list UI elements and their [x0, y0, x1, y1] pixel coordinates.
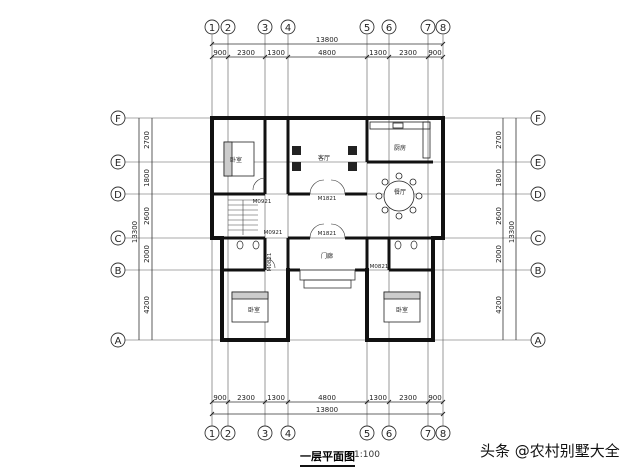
axis-left-label: D — [114, 190, 122, 201]
door-swings — [252, 177, 346, 269]
axis-top-label: 6 — [386, 23, 392, 34]
staircase — [228, 199, 258, 235]
dim-vertical: 1800 — [143, 169, 151, 187]
bed-icon — [231, 291, 269, 323]
dim-vertical: 2700 — [143, 131, 151, 149]
dim-vertical: 4200 — [143, 296, 151, 314]
dim-total-bottom: 13800 — [316, 406, 338, 414]
room-label-bedroom: 卧室 — [230, 156, 242, 164]
axis-left-label: A — [115, 336, 122, 347]
dim-vertical: 2000 — [495, 245, 503, 263]
room-label-bedroom: 卧室 — [396, 306, 408, 314]
drawing-scale: 1:100 — [354, 450, 380, 460]
axis-top-label: 2 — [225, 23, 231, 34]
top-dimensions: 13800 900 2300 1300 4800 1300 2300 900 — [209, 36, 446, 60]
door-tag: M1821 — [318, 196, 337, 202]
dim-segment: 2300 — [399, 394, 417, 402]
axis-top-label: 8 — [440, 23, 446, 34]
door-tag: M0921 — [253, 199, 272, 205]
bottom-dimensions: 900 2300 1300 4800 1300 2300 900 13800 — [209, 394, 446, 417]
dim-segment: 1300 — [369, 49, 387, 57]
dim-vertical: 2600 — [495, 207, 503, 225]
axis-top-label: 5 — [364, 23, 370, 34]
axis-bottom-label: 1 — [209, 429, 215, 440]
axis-left-label: E — [115, 158, 121, 169]
dim-segment: 2300 — [399, 49, 417, 57]
right-dimensions: 2700 1800 2600 2000 4200 13300 — [495, 118, 517, 340]
dining-table-icon — [375, 172, 423, 220]
axis-right-label: F — [535, 114, 541, 125]
dim-segment: 900 — [213, 49, 226, 57]
dim-segment: 1300 — [369, 394, 387, 402]
dim-vertical: 1800 — [495, 169, 503, 187]
dim-total-top: 13800 — [316, 36, 338, 44]
sofa-icon — [292, 146, 357, 171]
room-label-kitchen: 厨房 — [394, 144, 406, 152]
axis-right-label: B — [535, 266, 542, 277]
axis-bottom-label: 4 — [285, 429, 291, 440]
axis-top-label: 7 — [425, 23, 431, 34]
axis-bottom-label: 6 — [386, 429, 392, 440]
door-tag: M0821 — [370, 264, 389, 270]
porch-steps — [299, 269, 356, 289]
axis-right-label: E — [535, 158, 541, 169]
drawing-title: 一层平面图 — [300, 448, 355, 467]
watermark: 头条 @农村别墅大全 — [480, 442, 620, 460]
axis-bottom-label: 2 — [225, 429, 231, 440]
axis-bottom-label: 8 — [440, 429, 446, 440]
axis-bottom-label: 5 — [364, 429, 370, 440]
dim-segment: 1300 — [267, 394, 285, 402]
axis-top-label: 1 — [209, 23, 215, 34]
axis-top-label: 4 — [285, 23, 291, 34]
building-walls — [210, 116, 445, 342]
dim-total-right: 13300 — [508, 221, 516, 243]
dim-vertical: 2600 — [143, 207, 151, 225]
room-label-living: 客厅 — [318, 154, 330, 162]
door-tag: M1821 — [318, 231, 337, 237]
axis-left-label: B — [115, 266, 122, 277]
dim-segment: 4800 — [318, 49, 336, 57]
dim-vertical: 4200 — [495, 296, 503, 314]
horizontal-axis-lines — [125, 117, 535, 341]
room-label-bedroom: 卧室 — [248, 306, 260, 314]
axis-bottom-label: 7 — [425, 429, 431, 440]
bed-icon — [383, 291, 421, 323]
dim-segment: 900 — [428, 49, 441, 57]
axis-top-label: 3 — [262, 23, 268, 34]
dim-segment: 1300 — [267, 49, 285, 57]
axis-bottom-label: 3 — [262, 429, 268, 440]
door-tag: M0921 — [264, 230, 283, 236]
room-label-dining: 餐厅 — [394, 188, 406, 196]
axis-right-label: A — [535, 336, 542, 347]
dim-vertical: 2000 — [143, 245, 151, 263]
bottom-axis-bubbles: 1 2 3 4 5 6 7 8 — [204, 425, 451, 441]
dim-segment: 2300 — [237, 49, 255, 57]
top-axis-bubbles: 1 2 3 4 5 6 7 8 — [204, 19, 451, 35]
dim-segment: 4800 — [318, 394, 336, 402]
dim-segment: 900 — [213, 394, 226, 402]
axis-right-label: C — [535, 234, 542, 245]
dim-segment: 900 — [428, 394, 441, 402]
left-axis-bubbles: F E D C B A — [110, 110, 126, 348]
door-tag: M0821 — [267, 253, 273, 272]
dim-vertical: 2700 — [495, 131, 503, 149]
kitchen-counter-icon — [369, 121, 431, 159]
bed-icon — [223, 141, 255, 177]
axis-left-label: F — [115, 114, 121, 125]
dim-total-left: 13300 — [131, 221, 139, 243]
axis-left-label: C — [115, 234, 122, 245]
dim-segment: 2300 — [237, 394, 255, 402]
room-label-porch: 门廊 — [321, 252, 333, 260]
toilet-icon — [236, 240, 418, 250]
vertical-axis-lines — [211, 35, 444, 430]
right-axis-bubbles: F E D C B A — [530, 110, 546, 348]
left-dimensions: 2700 1800 2600 2000 4200 13300 — [131, 118, 153, 340]
axis-right-label: D — [534, 190, 542, 201]
